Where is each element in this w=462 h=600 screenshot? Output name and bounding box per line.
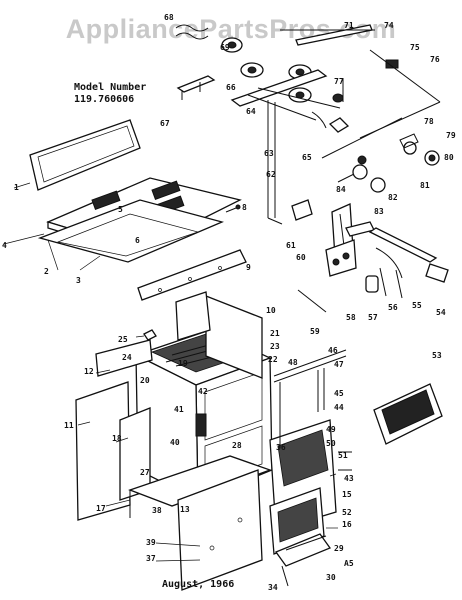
callout: 82 — [388, 193, 398, 202]
callout: 46 — [328, 346, 338, 355]
callout: 23 — [270, 342, 280, 351]
callout: 13 — [180, 505, 190, 514]
callout: 24 — [122, 353, 132, 362]
callout: 38 — [152, 506, 162, 515]
callout: 1 — [14, 183, 19, 192]
callout: 9 — [246, 263, 251, 272]
callout: 52 — [342, 508, 352, 517]
callout: 67 — [160, 119, 170, 128]
callout: 8 — [242, 203, 247, 212]
callout: 59 — [310, 327, 320, 336]
callout: 81 — [420, 181, 430, 190]
part-burner-assembly — [221, 24, 441, 139]
part-bottom-plate — [37, 199, 224, 263]
callout: 80 — [444, 153, 454, 162]
callout: 10 — [266, 306, 276, 315]
callout: 22 — [268, 355, 278, 364]
part-side-panel — [75, 339, 153, 521]
callout: 58 — [346, 313, 356, 322]
callout: 2 — [44, 267, 49, 276]
callout: 61 — [286, 241, 296, 250]
part-broiler-door — [373, 383, 443, 445]
part-small-hardware — [143, 204, 289, 587]
callout: 66 — [226, 83, 236, 92]
callout: 69 — [220, 43, 230, 52]
callout: 74 — [384, 21, 394, 30]
callout: 11 — [64, 421, 74, 430]
callout: 6 — [135, 236, 140, 245]
callout: 34 — [268, 583, 278, 592]
callout: 16 — [342, 520, 352, 529]
callout: 36 — [276, 443, 286, 452]
callout: 29 — [334, 544, 344, 553]
callout: 5 — [118, 205, 123, 214]
callout: 56 — [388, 303, 398, 312]
callout: 64 — [246, 107, 256, 116]
callout: 50 — [326, 439, 336, 448]
callout: 47 — [334, 360, 344, 369]
callout: 75 — [410, 43, 420, 52]
callout: 76 — [430, 55, 440, 64]
part-oven-door — [269, 419, 352, 567]
model-number-block: Model Number 119.760606 — [74, 82, 146, 106]
callout: 71 — [344, 21, 354, 30]
callout: 12 — [84, 367, 94, 376]
callout: 65 — [302, 153, 312, 162]
callout: 28 — [232, 441, 242, 450]
part-bracket — [175, 24, 216, 100]
model-number-value: 119.760606 — [74, 94, 135, 105]
callout: 43 — [344, 474, 354, 483]
callout: 27 — [140, 468, 150, 477]
callout: 84 — [336, 185, 346, 194]
callout: 68 — [164, 13, 174, 22]
callout: 51 — [338, 451, 348, 460]
callout: 53 — [432, 351, 442, 360]
callout: 4 — [2, 241, 7, 250]
callout: 78 — [424, 117, 434, 126]
callout: 15 — [342, 490, 352, 499]
callout: 3 — [76, 276, 81, 285]
callout: 49 — [326, 425, 336, 434]
part-valve-manifold — [267, 100, 440, 225]
part-oven-burner — [297, 203, 449, 313]
callout: 25 — [118, 335, 128, 344]
part-back-panel — [29, 119, 141, 191]
callout: 79 — [446, 131, 456, 140]
callout: 30 — [326, 573, 336, 582]
callout: 63 — [264, 149, 274, 158]
callout: 54 — [436, 308, 446, 317]
callout: 77 — [334, 77, 344, 86]
callout-labels: 1 2 3 4 5 6 8 9 10 11 12 13 15 16 17 18 … — [2, 13, 456, 592]
leader-lines — [3, 182, 338, 562]
callout: 45 — [334, 389, 344, 398]
callout: 55 — [412, 301, 422, 310]
callout: 57 — [368, 313, 378, 322]
callout: 19 — [178, 359, 188, 368]
callout: 40 — [170, 438, 180, 447]
callout: 60 — [296, 253, 306, 262]
callout: 83 — [374, 207, 384, 216]
revision-date: August, 1966 — [162, 579, 235, 590]
callout: 20 — [140, 376, 150, 385]
model-number-label: Model Number — [74, 82, 147, 93]
callout: 39 — [146, 538, 156, 547]
callout: 44 — [334, 403, 344, 412]
part-trim-strip — [137, 249, 247, 301]
callout: 62 — [266, 170, 276, 179]
callout: 42 — [198, 387, 208, 396]
callout: 48 — [288, 358, 298, 367]
callout: 37 — [146, 554, 156, 563]
callout: 17 — [96, 504, 106, 513]
callout: 41 — [174, 405, 184, 414]
corner-code: A5 — [344, 559, 354, 568]
callout: 21 — [270, 329, 280, 338]
part-rails — [273, 349, 347, 448]
callout: 18 — [112, 434, 122, 443]
